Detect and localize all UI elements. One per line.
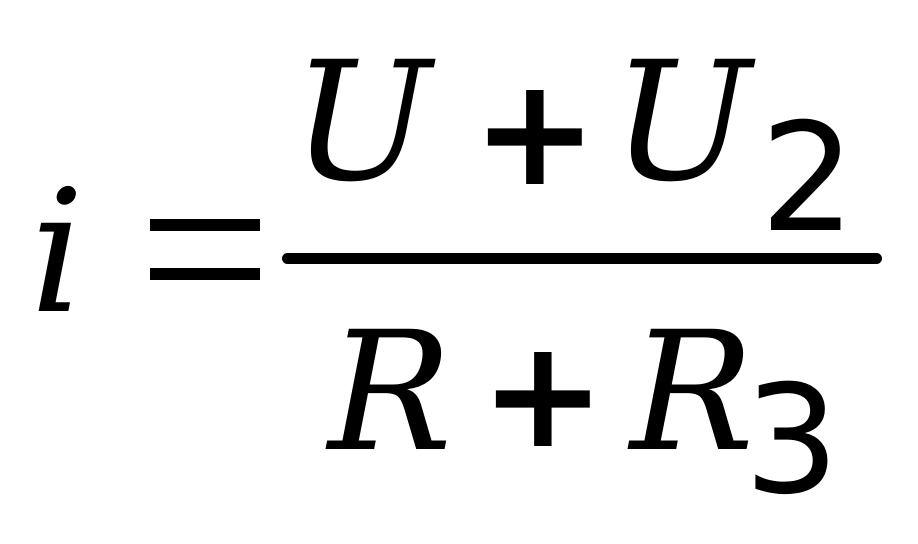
denominator-term1: R xyxy=(328,296,453,488)
denominator-term2: R xyxy=(630,296,755,488)
denominator-plus: + xyxy=(480,308,606,482)
numerator-plus: + xyxy=(472,46,598,220)
denominator-term2-subscript: 3 xyxy=(744,354,840,528)
equals-glyph: = xyxy=(150,210,151,211)
fraction-bar xyxy=(282,253,882,264)
numerator-term2-subscript: 2 xyxy=(760,92,856,266)
equals-bottom-bar xyxy=(150,268,260,280)
equals-top-bar xyxy=(150,219,260,231)
lhs-variable: i xyxy=(30,154,85,352)
numerator-term1: U xyxy=(292,26,432,218)
numerator-term2: U xyxy=(612,26,752,218)
